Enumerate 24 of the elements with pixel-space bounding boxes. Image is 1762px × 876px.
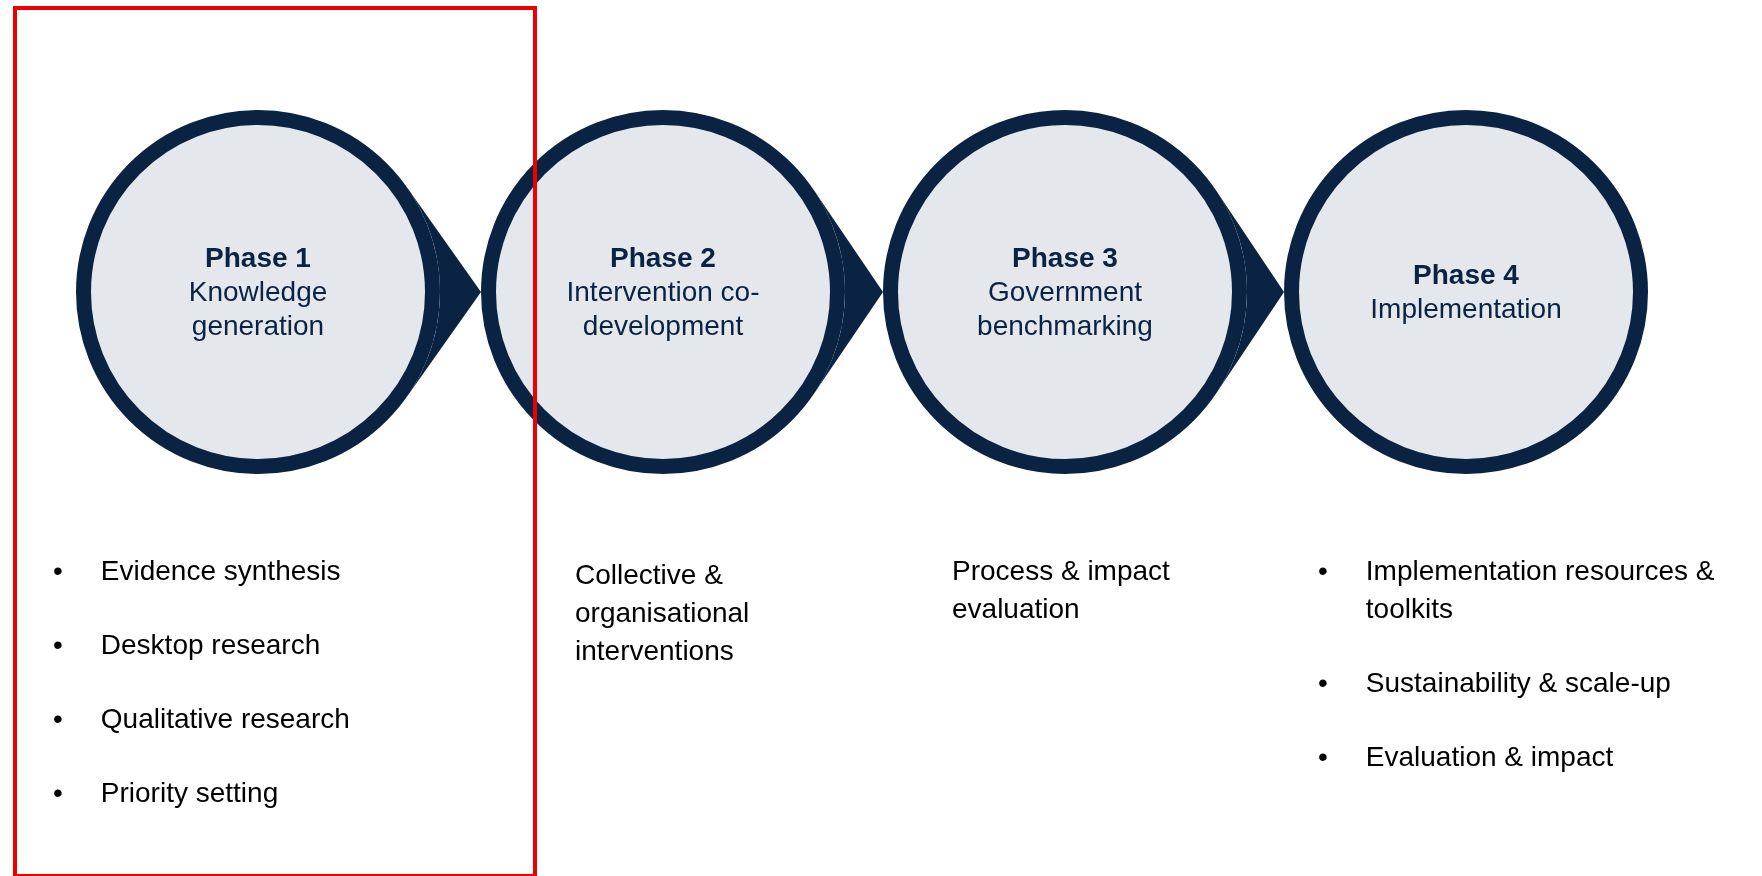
phase-description: Government benchmarking xyxy=(976,275,1154,343)
phase-heading: Phase 3 xyxy=(1011,241,1119,275)
bullet-marker: • xyxy=(1318,740,1328,774)
phase-description: Intervention co-development xyxy=(565,275,761,343)
bullet-text: Evidence synthesis xyxy=(100,554,341,588)
bullet-text: Desktop research xyxy=(100,628,321,662)
bullet-text: Implementation resources & toolkits xyxy=(1365,554,1716,626)
phase-heading: Phase 1 xyxy=(204,241,312,275)
phase-description: Knowledge generation xyxy=(187,275,329,343)
phase-heading: Phase 4 xyxy=(1412,258,1520,292)
phase-heading: Phase 2 xyxy=(609,241,717,275)
phase-description: Implementation xyxy=(1369,292,1563,326)
bullet-text: Priority setting xyxy=(100,776,279,810)
bullet-marker: • xyxy=(53,776,63,810)
bullet-text: Qualitative research xyxy=(100,702,350,736)
bullet-marker: • xyxy=(1318,666,1328,700)
bullet-text: Sustainability & scale-up xyxy=(1365,666,1671,700)
description-text: Collective & organisational interventions xyxy=(575,558,751,668)
bullet-marker: • xyxy=(53,554,63,588)
bullet-marker: • xyxy=(53,628,63,662)
bullet-marker: • xyxy=(1318,554,1328,588)
bullet-marker: • xyxy=(53,702,63,736)
bullet-text: Evaluation & impact xyxy=(1365,740,1614,774)
description-text: Process & impact evaluation xyxy=(952,554,1171,626)
